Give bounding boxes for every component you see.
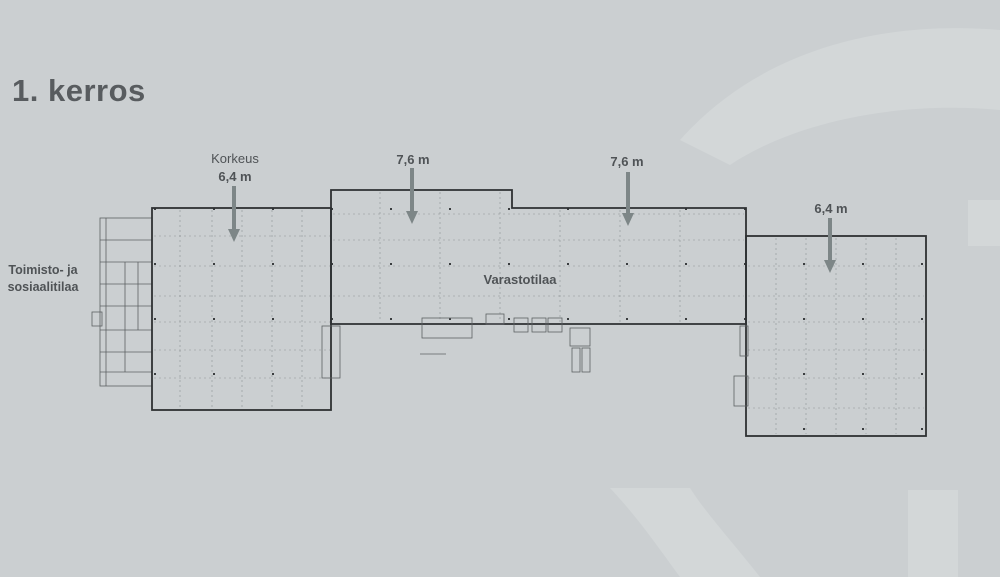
- zone-label-warehouse: Varastotilaa: [483, 272, 557, 287]
- office-annex: [91, 217, 153, 387]
- height-label-1: Korkeus 6,4 m: [195, 150, 275, 186]
- height-value: 6,4 m: [218, 169, 252, 184]
- height-label-4: 6,4 m: [791, 200, 871, 218]
- height-value: 7,6 m: [396, 152, 430, 167]
- decor-block-bottom: [908, 490, 958, 577]
- height-label-3: 7,6 m: [587, 153, 667, 171]
- height-caption: Korkeus: [211, 151, 259, 166]
- hall-section-a: [151, 207, 332, 411]
- height-arrow-3: [622, 172, 634, 226]
- height-arrow-4: [824, 218, 836, 273]
- height-arrow-1: [228, 186, 240, 242]
- page-title: 1. kerros: [12, 72, 146, 108]
- height-arrow-2: [406, 168, 418, 224]
- height-value: 7,6 m: [610, 154, 644, 169]
- zone-label-office: Toimisto- ja sosiaalitilaa: [7, 263, 79, 294]
- height-arrows: [228, 168, 836, 273]
- decor-arc-top: [680, 28, 1000, 165]
- height-value: 6,4 m: [814, 201, 848, 216]
- hall-section-b: [321, 189, 747, 379]
- decor-block-right: [968, 200, 1000, 246]
- height-label-2: 7,6 m: [373, 151, 453, 169]
- hall-section-d: [733, 235, 927, 437]
- decor-arc-bottom: [610, 488, 760, 577]
